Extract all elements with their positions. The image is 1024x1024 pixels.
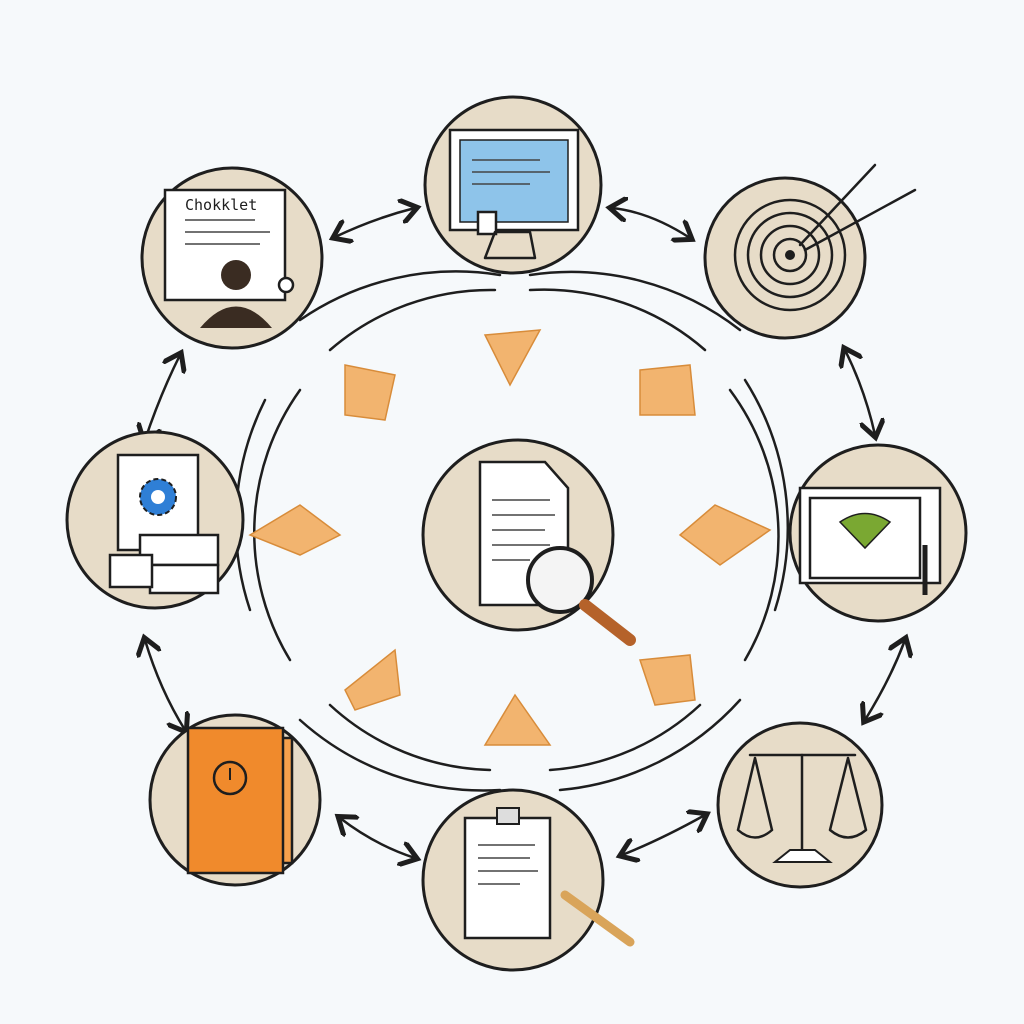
arrow-left: [248, 504, 342, 556]
person-icon: [221, 260, 251, 290]
arrow-bottom: [483, 693, 552, 746]
node-gear-documents[interactable]: [65, 430, 245, 610]
node-approval-screen[interactable]: [788, 443, 968, 623]
node-target[interactable]: [703, 163, 917, 340]
pen-icon: [560, 890, 635, 947]
checklist-title: Chokklet: [185, 196, 257, 214]
flow-arrows: [248, 329, 772, 746]
arrow-right: [678, 504, 772, 566]
arrow-top-left: [344, 364, 396, 421]
node-folder[interactable]: [148, 713, 322, 887]
magnifier-icon: [526, 546, 594, 614]
node-monitor[interactable]: [423, 95, 603, 275]
arrow-bottom-left: [344, 648, 401, 711]
outer-ring: [234, 270, 789, 792]
node-clipboard[interactable]: [421, 788, 635, 972]
node-document-review[interactable]: [421, 438, 636, 646]
clock-icon: [212, 760, 248, 796]
arrow-top-right: [639, 364, 696, 416]
shield-icon: [838, 512, 892, 550]
inner-ring: [253, 288, 780, 772]
node-checklist[interactable]: Chokklet: [140, 166, 324, 350]
node-scales[interactable]: [716, 721, 884, 889]
arrow-bottom-right: [638, 654, 696, 706]
arrow-top: [483, 329, 542, 387]
